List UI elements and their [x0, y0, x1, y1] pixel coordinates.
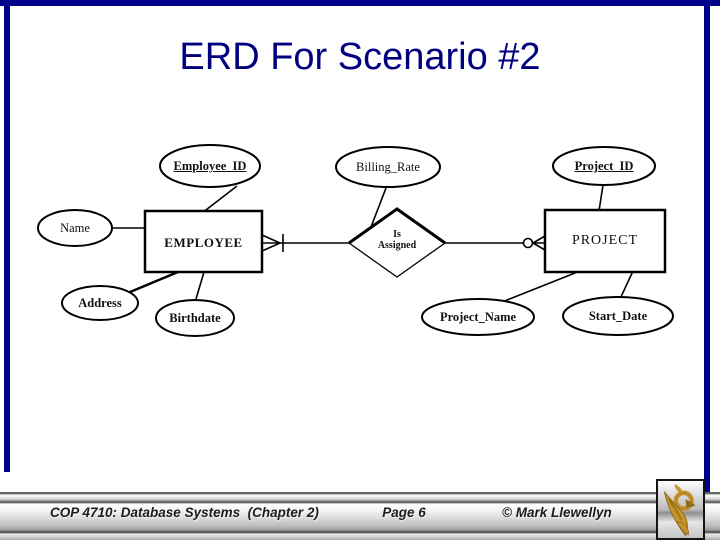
page-title: ERD For Scenario #2: [179, 36, 541, 78]
ellipse-employee-id: [159, 144, 261, 188]
relationship-label-line2: Assigned: [377, 240, 417, 251]
relationship-label: Is Assigned: [347, 229, 447, 251]
ellipse-project-name: [421, 298, 535, 336]
line-billingrate-diamond: [370, 187, 387, 228]
ellipse-address: [61, 285, 139, 321]
line-projectid-project: [598, 184, 604, 212]
right-navy-stripe: [704, 6, 710, 492]
line-address-employee: [129, 270, 179, 294]
ucf-pegasus-logo: [656, 479, 705, 540]
attribute-label-billing-rate: Billing_Rate: [356, 160, 420, 174]
crowfoot-employee-upper: [261, 234, 281, 244]
entity-rect-project: [543, 208, 667, 274]
top-navy-bar: [0, 0, 720, 6]
line-startdate-project: [619, 270, 634, 300]
crowfoot-employee-lower: [261, 242, 281, 252]
ellipse-start-date: [562, 296, 674, 336]
relationship-label-line1: Is: [393, 229, 401, 240]
footer-copyright-text: © Mark Llewellyn: [502, 505, 612, 520]
line-projectname-project: [501, 270, 581, 303]
attribute-label-start-date: Start_Date: [588, 309, 648, 323]
footer-bar: [0, 492, 720, 540]
ellipse-birthdate: [155, 299, 235, 337]
attribute-label-birthdate: Birthdate: [169, 311, 221, 325]
crowfoot-project-lower: [532, 242, 546, 251]
attribute-label-name: Name: [60, 221, 90, 235]
line-employeeid-employee: [201, 185, 238, 214]
left-navy-stripe: [4, 6, 10, 472]
line-birthdate-employee: [195, 271, 205, 300]
ellipse-project-id: [552, 146, 656, 186]
optionality-circle: [522, 237, 534, 249]
attribute-label-address: Address: [78, 296, 122, 310]
ellipse-billing-rate: [335, 146, 441, 188]
pegasus-icon: [663, 484, 696, 537]
relationship-diamond-top-edges: [348, 207, 446, 245]
footer-page-number: Page 6: [382, 505, 426, 520]
attribute-label-project-id: Project_ID: [574, 159, 634, 173]
crowfoot-project-upper: [532, 235, 546, 244]
footer-course-text: COP 4710: Database Systems (Chapter 2): [50, 505, 319, 520]
attribute-label-employee-id: Employee_ID: [173, 159, 247, 173]
entity-rect-employee: [143, 209, 264, 274]
attribute-label-project-name: Project_Name: [439, 310, 517, 324]
ellipse-name: [37, 209, 113, 247]
entity-label-project: PROJECT: [571, 233, 639, 248]
entity-label-employee: EMPLOYEE: [164, 235, 243, 250]
